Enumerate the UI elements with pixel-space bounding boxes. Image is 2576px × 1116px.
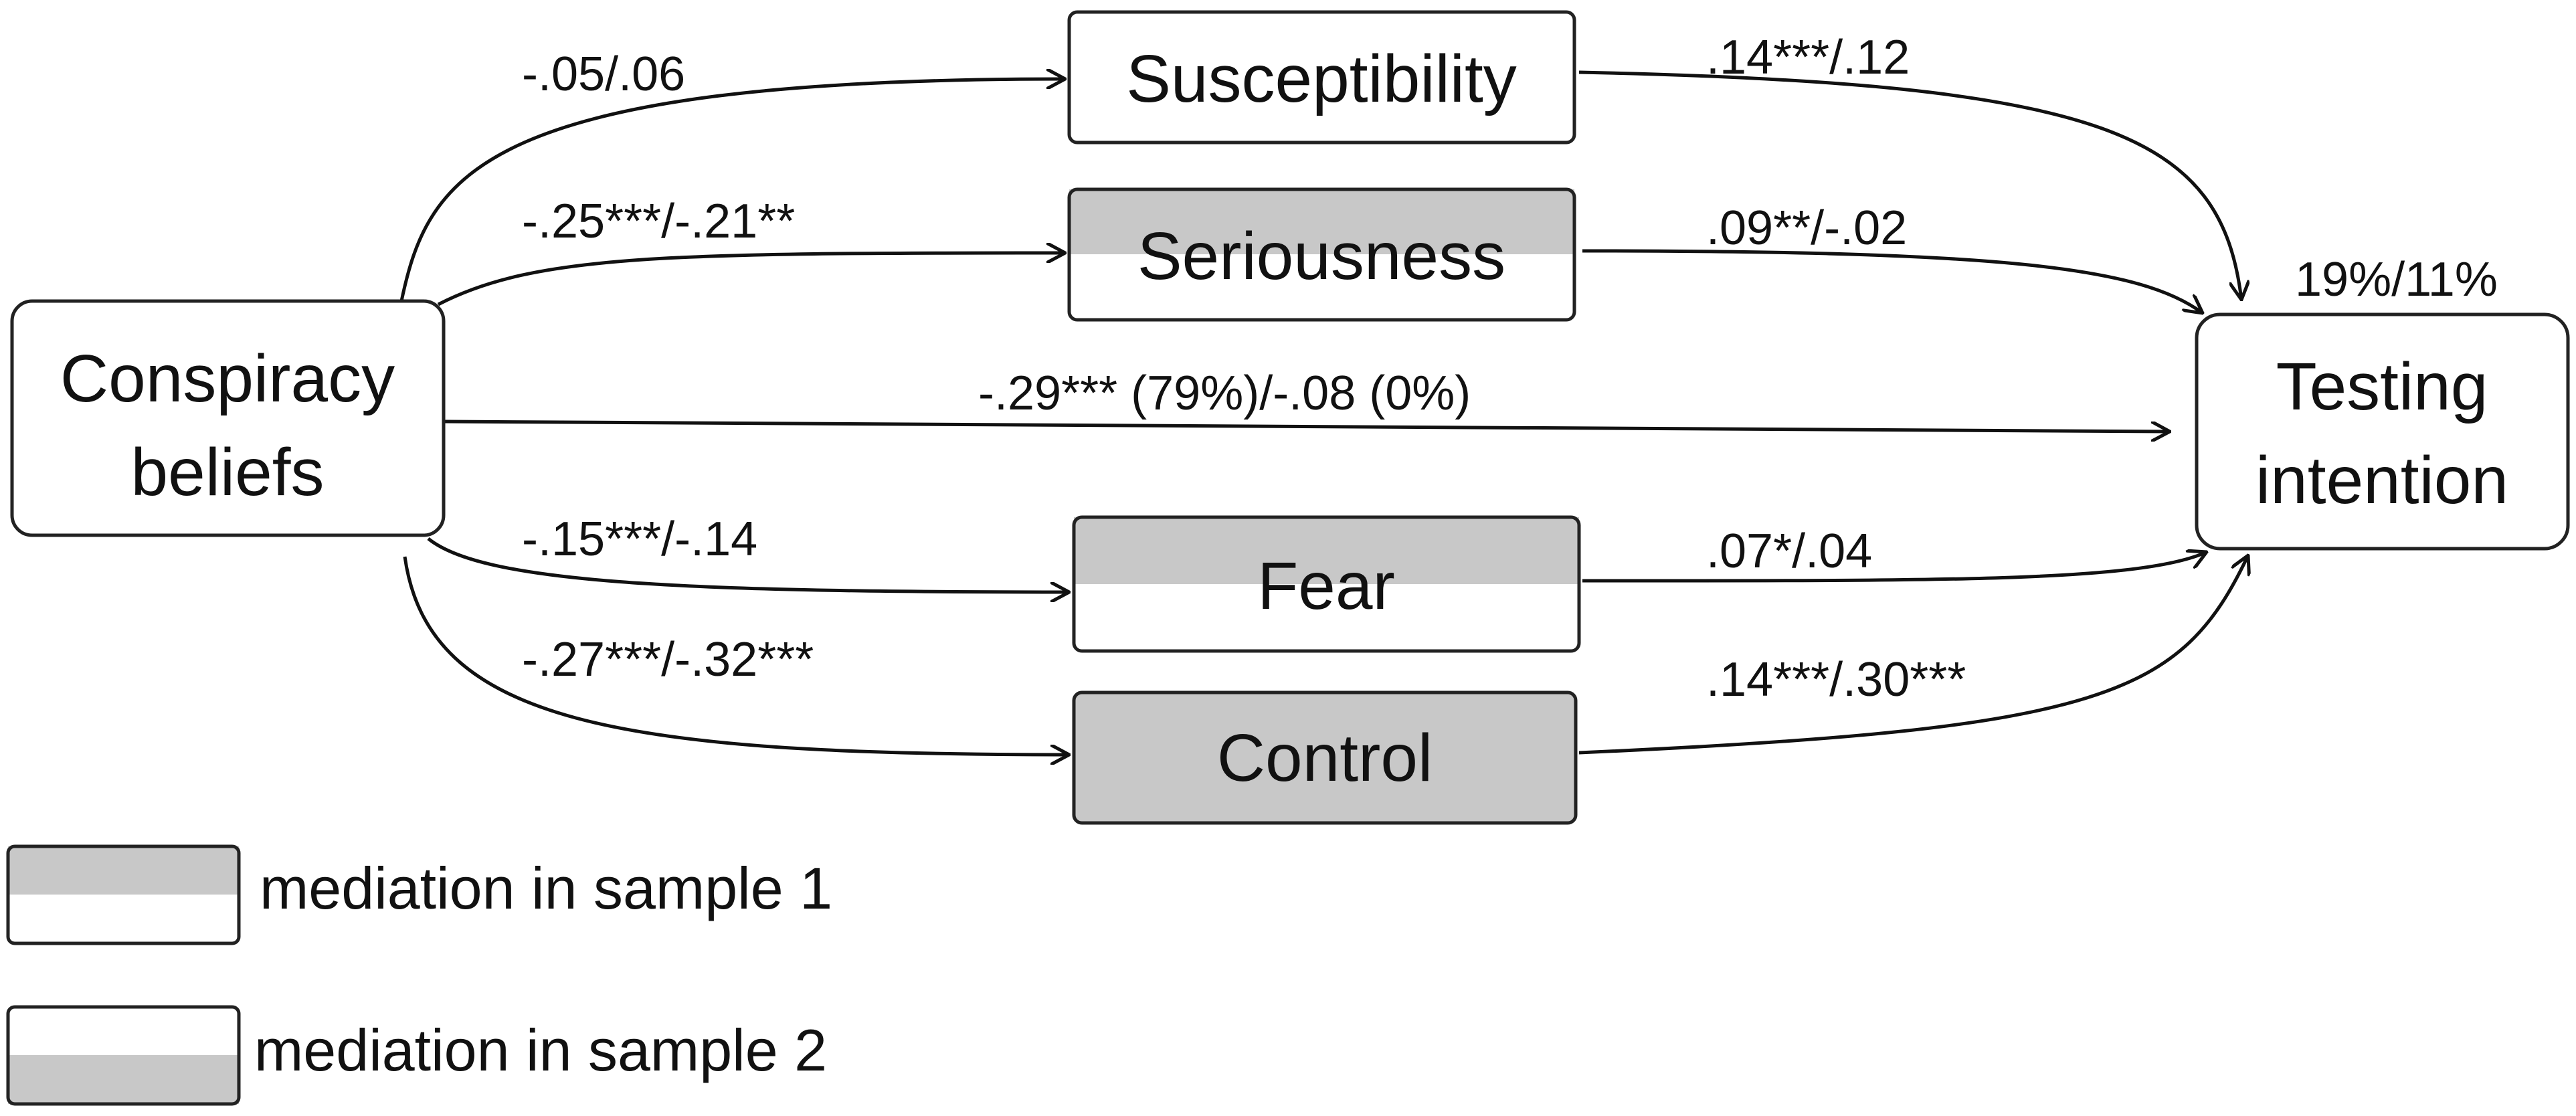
arrow-predictor-control bbox=[403, 556, 1069, 755]
node-predictor: Conspiracy beliefs bbox=[10, 299, 446, 537]
node-susceptibility: Susceptibility bbox=[1067, 10, 1576, 145]
node-control: Control bbox=[1072, 690, 1578, 825]
susceptibility-label: Susceptibility bbox=[1126, 41, 1517, 116]
predictor-label-line1: Conspiracy bbox=[60, 341, 395, 416]
outcome-label-line1: Testing bbox=[2276, 349, 2488, 424]
legend-item-sample2: mediation in sample 2 bbox=[6, 1005, 827, 1106]
node-fear: Fear bbox=[1072, 515, 1581, 653]
arrow-seriousness-outcome bbox=[1582, 249, 2203, 313]
legend-label-sample1: mediation in sample 1 bbox=[260, 855, 832, 921]
arrow-direct bbox=[444, 420, 2170, 432]
label-b-seriousness: .09**/-.02 bbox=[1706, 201, 1907, 255]
legend-label-sample2: mediation in sample 2 bbox=[254, 1017, 827, 1083]
node-seriousness: Seriousness bbox=[1067, 187, 1576, 322]
node-outcome: Testing intention bbox=[2195, 312, 2570, 551]
arrow-predictor-susceptibility bbox=[399, 79, 1065, 302]
label-b-control: .14***/.30*** bbox=[1706, 653, 1966, 707]
arrow-susceptibility-outcome bbox=[1578, 70, 2241, 300]
label-a-fear: -.15***/-.14 bbox=[522, 513, 757, 566]
seriousness-label: Seriousness bbox=[1137, 219, 1505, 294]
fear-label: Fear bbox=[1257, 549, 1395, 624]
outcome-label-line2: intention bbox=[2256, 443, 2508, 518]
label-a-seriousness: -.25***/-.21** bbox=[522, 195, 795, 248]
legend-swatch-sample2 bbox=[6, 1005, 241, 1106]
arrow-fear-outcome bbox=[1582, 552, 2207, 583]
legend-swatch-sample1 bbox=[6, 844, 241, 945]
legend: mediation in sample 1 mediation in sampl… bbox=[6, 844, 832, 1106]
label-a-control: -.27***/-.32*** bbox=[522, 633, 814, 686]
outcome-r2-label: 19%/11% bbox=[2295, 253, 2498, 306]
arrow-predictor-fear bbox=[427, 537, 1069, 592]
label-b-susceptibility: .14***/.12 bbox=[1706, 31, 1910, 84]
label-direct: -.29*** (79%)/-.08 (0%) bbox=[978, 367, 1471, 420]
legend-item-sample1: mediation in sample 1 bbox=[6, 844, 832, 945]
predictor-label-line2: beliefs bbox=[130, 435, 324, 510]
arrow-control-outcome bbox=[1578, 555, 2248, 755]
control-label: Control bbox=[1217, 721, 1433, 796]
label-a-susceptibility: -.05/.06 bbox=[522, 48, 685, 101]
label-b-fear: .07*/.04 bbox=[1706, 525, 1872, 578]
arrow-predictor-seriousness bbox=[437, 253, 1065, 306]
